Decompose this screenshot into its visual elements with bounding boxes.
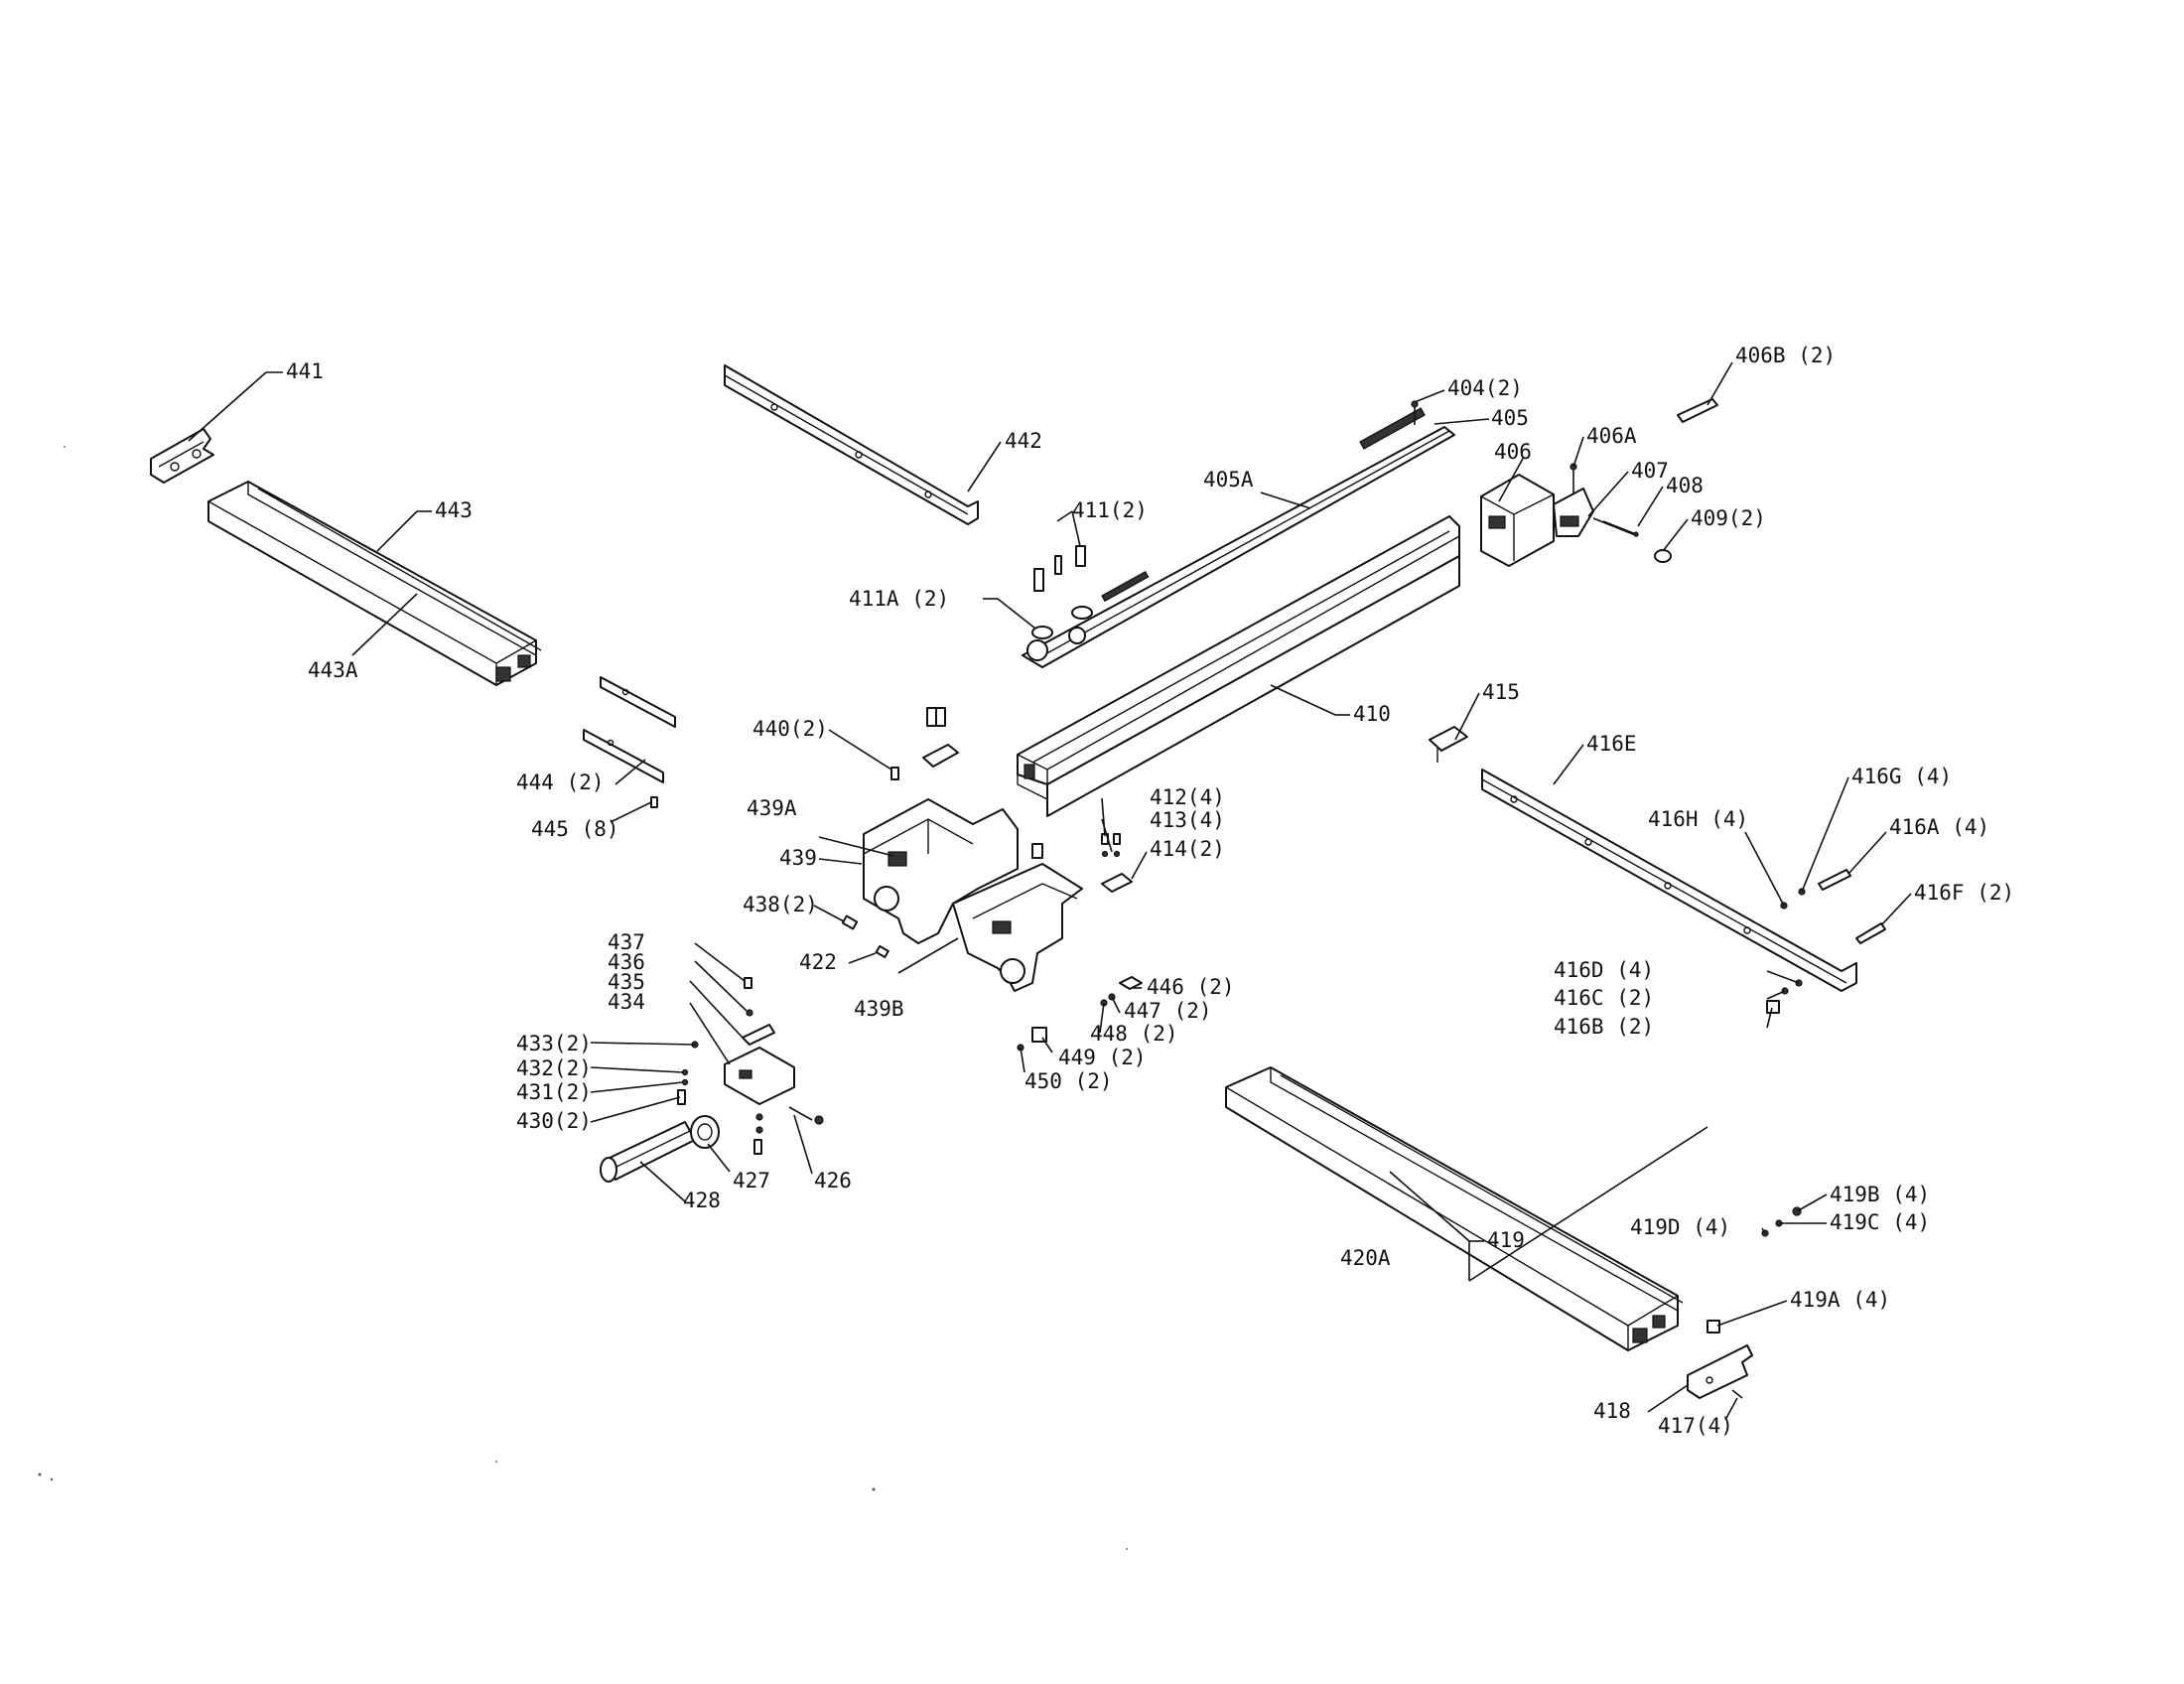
label-449: 449 (2) <box>1058 1046 1147 1069</box>
label-433: 433(2) <box>516 1032 592 1055</box>
label-443A: 443A <box>308 658 358 682</box>
label-416E: 416E <box>1586 732 1637 756</box>
label-448: 448 (2) <box>1090 1022 1178 1046</box>
label-419A: 419A (4) <box>1790 1288 1890 1312</box>
label-437: 437 <box>608 930 645 954</box>
part-labels: 441 442 443 443A 444 (2) 445 (8) 404(2) … <box>286 344 2014 1438</box>
label-411A: 411A (2) <box>849 587 949 611</box>
part-412-414-group <box>1101 833 1133 893</box>
label-430: 430(2) <box>516 1109 592 1133</box>
part-427-hub <box>690 1115 720 1149</box>
label-416G: 416G (4) <box>1851 765 1952 788</box>
part-405-slide-bar <box>1022 407 1455 668</box>
label-441: 441 <box>286 359 324 383</box>
part-416-fasteners <box>1766 869 1886 1014</box>
label-406A: 406A <box>1586 424 1637 448</box>
part-419-rail <box>1225 1066 1684 1351</box>
part-440-pins <box>890 707 959 780</box>
label-416H: 416H (4) <box>1648 807 1748 831</box>
label-420A: 420A <box>1340 1246 1391 1270</box>
label-414: 414(2) <box>1150 837 1225 861</box>
label-416F: 416F (2) <box>1914 881 2014 905</box>
label-447: 447 (2) <box>1124 999 1212 1023</box>
part-441-bracket <box>150 428 214 484</box>
label-444: 444 (2) <box>516 771 605 794</box>
label-422: 422 <box>799 950 837 974</box>
label-450: 450 (2) <box>1024 1069 1113 1093</box>
label-439B: 439B <box>854 997 904 1021</box>
label-440: 440(2) <box>752 717 828 741</box>
part-408-pin <box>1602 520 1639 537</box>
label-431: 431(2) <box>516 1080 592 1104</box>
label-408: 408 <box>1666 474 1704 497</box>
label-406: 406 <box>1494 440 1532 464</box>
label-426: 426 <box>814 1169 852 1193</box>
label-416D: 416D (4) <box>1554 958 1654 982</box>
label-411: 411(2) <box>1072 498 1148 522</box>
label-427: 427 <box>733 1169 770 1193</box>
part-434-block-group <box>677 977 795 1105</box>
label-435: 435 <box>608 970 645 994</box>
part-410-fence <box>1017 515 1460 817</box>
part-438-pin <box>841 914 859 930</box>
part-442-angle-bar <box>724 364 979 525</box>
label-419B: 419B (4) <box>1830 1183 1930 1206</box>
part-422-pin <box>875 944 889 958</box>
part-411-screws <box>1031 545 1093 639</box>
label-410: 410 <box>1353 702 1391 726</box>
label-405A: 405A <box>1203 468 1254 491</box>
label-416A: 416A (4) <box>1889 815 1989 839</box>
label-445: 445 (8) <box>531 817 619 841</box>
label-406B: 406B (2) <box>1735 344 1836 367</box>
part-443-rail <box>207 481 542 686</box>
part-445-screw <box>650 796 658 808</box>
part-417-screw <box>1731 1389 1743 1399</box>
label-428: 428 <box>683 1189 721 1212</box>
label-439A: 439A <box>747 796 797 820</box>
label-417: 417(4) <box>1658 1414 1733 1438</box>
part-406A-pin <box>1570 463 1577 494</box>
label-416B: 416B (2) <box>1554 1015 1654 1039</box>
label-404: 404(2) <box>1447 376 1523 400</box>
label-407: 407 <box>1631 459 1669 483</box>
part-444-plates <box>583 676 676 783</box>
part-407-rod <box>1592 517 1639 537</box>
label-419: 419 <box>1487 1228 1525 1252</box>
label-436: 436 <box>608 950 645 974</box>
label-434: 434 <box>608 990 645 1014</box>
label-446: 446 (2) <box>1147 975 1235 999</box>
label-409: 409(2) <box>1691 506 1766 530</box>
part-439-carriage <box>863 798 1083 992</box>
part-406-end-cap <box>1480 474 1594 567</box>
part-416E-angle-bar <box>1481 769 1857 992</box>
label-419C: 419C (4) <box>1830 1210 1930 1234</box>
part-426-pin <box>753 1106 824 1155</box>
label-438: 438(2) <box>743 893 818 916</box>
leader-lines <box>188 361 1912 1421</box>
label-413: 413(4) <box>1150 808 1225 832</box>
part-406B-bolt <box>1677 398 1718 423</box>
part-409-knob <box>1654 549 1672 563</box>
label-443: 443 <box>435 498 473 522</box>
scan-specks <box>38 446 1128 1550</box>
label-418: 418 <box>1593 1399 1631 1423</box>
label-416C: 416C (2) <box>1554 986 1654 1010</box>
part-418-bracket <box>1687 1344 1753 1399</box>
part-415-clip <box>1429 726 1468 763</box>
label-419D: 419D (4) <box>1630 1215 1730 1239</box>
label-432: 432(2) <box>516 1056 592 1080</box>
part-428-handle <box>600 1121 696 1183</box>
label-442: 442 <box>1005 429 1042 453</box>
label-415: 415 <box>1482 680 1520 704</box>
label-405: 405 <box>1491 406 1529 430</box>
label-412: 412(4) <box>1150 785 1225 809</box>
part-404-pin <box>1411 400 1419 425</box>
label-439: 439 <box>779 846 817 870</box>
